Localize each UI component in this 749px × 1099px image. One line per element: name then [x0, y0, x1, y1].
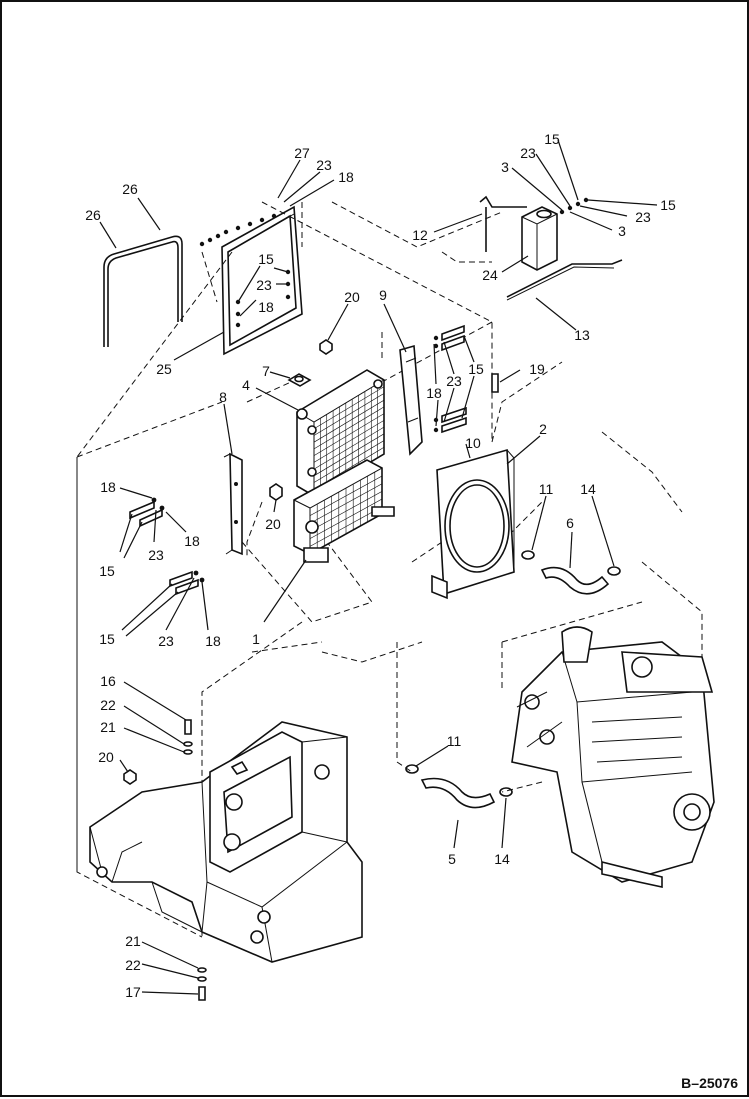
callout-20: 20	[344, 289, 360, 305]
callout-23: 23	[316, 157, 332, 173]
fastener-stack-upper	[183, 719, 193, 755]
callout-15: 15	[258, 251, 274, 267]
callout-18: 18	[100, 479, 116, 495]
callout-16: 16	[100, 673, 116, 689]
callout-18: 18	[338, 169, 354, 185]
callout-21: 21	[125, 933, 141, 949]
callout-5: 5	[448, 851, 456, 867]
callout-15: 15	[99, 631, 115, 647]
part-20-nut-mid	[269, 483, 283, 501]
callout-20: 20	[265, 516, 281, 532]
fastener-set-left-lower	[169, 570, 205, 596]
part-1-oil-cooler	[293, 459, 395, 563]
callout-15: 15	[99, 563, 115, 579]
callout-18: 18	[426, 385, 442, 401]
callout-4: 4	[242, 377, 250, 393]
callout-23: 23	[520, 145, 536, 161]
callout-9: 9	[379, 287, 387, 303]
callout-11: 11	[539, 481, 554, 497]
callout-18: 18	[205, 633, 221, 649]
callout-26: 26	[85, 207, 101, 223]
fastener-stack-lower	[197, 967, 207, 1001]
callout-23: 23	[256, 277, 272, 293]
callout-22: 22	[125, 957, 141, 973]
callout-leader-lines	[99, 139, 658, 995]
callout-14: 14	[580, 481, 596, 497]
callout-12: 12	[412, 227, 428, 243]
callout-10: 10	[465, 435, 481, 451]
callout-6: 6	[566, 515, 574, 531]
part-24-overflow-tank	[521, 206, 558, 271]
callout-18: 18	[258, 299, 274, 315]
callout-labels: 1 2 3 3 4 5 6 7 8 9 10 11 11 12 13 14 14…	[85, 131, 676, 1000]
callout-20: 20	[98, 749, 114, 765]
part-12-bracket	[479, 195, 527, 252]
callout-19: 19	[529, 361, 545, 377]
callout-1: 1	[252, 631, 260, 647]
part-20-nut-top	[319, 339, 333, 355]
callout-25: 25	[156, 361, 172, 377]
callout-26: 26	[122, 181, 138, 197]
part-13-hose	[506, 259, 623, 301]
callout-3: 3	[501, 159, 509, 175]
callout-13: 13	[574, 327, 590, 343]
callout-15: 15	[544, 131, 560, 147]
part-7-cap	[287, 373, 312, 387]
callout-18: 18	[184, 533, 200, 549]
callout-15: 15	[660, 197, 676, 213]
chassis-frame	[89, 721, 363, 963]
callout-23: 23	[158, 633, 174, 649]
part-19-pin	[491, 373, 499, 393]
callout-14: 14	[494, 851, 510, 867]
callout-24: 24	[482, 267, 498, 283]
engine-block	[511, 626, 715, 888]
part-6-upper-hose	[521, 550, 621, 595]
part-5-lower-hose	[405, 764, 513, 809]
fastener-set-left-upper	[129, 497, 165, 528]
fastener-set-tank	[559, 197, 589, 215]
part-8-side-bracket	[223, 452, 243, 556]
assembly-outline-dashes	[76, 201, 703, 938]
part-26-rod	[103, 235, 183, 347]
callout-11: 11	[447, 733, 462, 749]
callout-2: 2	[539, 421, 547, 437]
figure-reference: B–25076	[681, 1075, 738, 1091]
callout-17: 17	[125, 984, 141, 1000]
callout-3: 3	[618, 223, 626, 239]
part-9-side-plate	[399, 344, 423, 456]
callout-21: 21	[100, 719, 116, 735]
callout-23: 23	[148, 547, 164, 563]
callout-8: 8	[219, 389, 227, 405]
callout-7: 7	[262, 363, 270, 379]
part-20-nut-lower	[123, 769, 137, 785]
callout-23: 23	[446, 373, 462, 389]
callout-23: 23	[635, 209, 651, 225]
callout-22: 22	[100, 697, 116, 713]
callout-27: 27	[294, 145, 310, 161]
callout-15: 15	[468, 361, 484, 377]
part-2-fan-shroud	[431, 448, 515, 600]
